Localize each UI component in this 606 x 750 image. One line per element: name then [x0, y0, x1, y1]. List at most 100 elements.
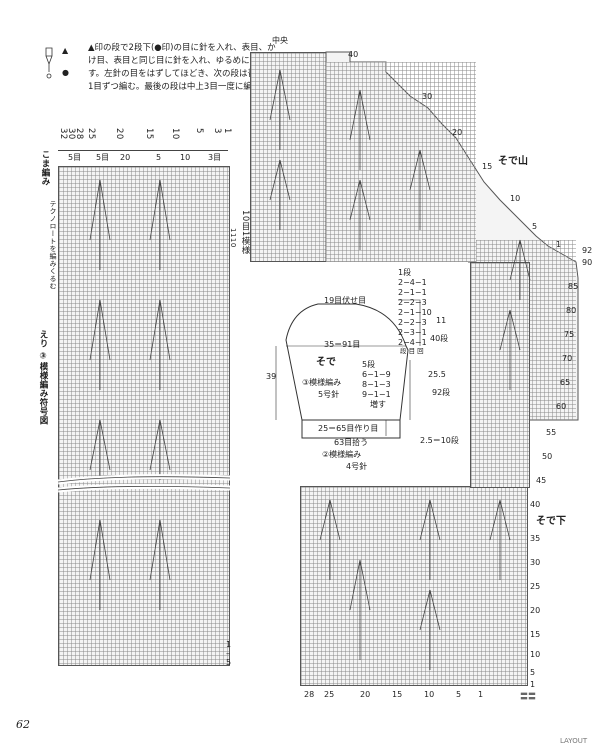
left-chart-grid — [58, 166, 230, 666]
row-number: 60 — [556, 402, 567, 411]
left-chart-brackets: 5目 5目 20 5 10 3目 — [58, 150, 228, 165]
tick-label: 1 — [226, 640, 232, 649]
row-number: 20 — [530, 606, 541, 615]
row-number: 5 — [532, 222, 538, 231]
increase-steps: 5段 6−1−9 8−1−3 9−1−1 増す — [362, 360, 412, 416]
row-number: 40 — [530, 500, 541, 509]
bracket-label: 5 — [156, 153, 162, 162]
cuff-needle: 4号針 — [346, 462, 368, 471]
tick-label: 28 — [74, 128, 84, 140]
tick-label: 10 — [170, 128, 180, 140]
left-chart-side-note: テクノロートを編みくるむ — [49, 200, 57, 290]
tick-label: 20 — [114, 128, 124, 140]
sleeve-grid-lower — [300, 486, 528, 686]
left-chart-right-label: 10目1模様 — [240, 210, 250, 255]
row-number: 92 — [582, 246, 593, 255]
side-label-2: 92段 — [432, 388, 451, 397]
schematic-title-2: ③模様編み — [302, 378, 342, 387]
increase-step: 5段 — [362, 360, 376, 369]
row-number: 65 — [560, 378, 571, 387]
bracket-label: 5目 — [68, 153, 82, 162]
left-chart-bottom-marks: 1 – 5 — [226, 640, 240, 670]
row-number: 10 — [510, 194, 521, 203]
row-number: 1 — [530, 680, 536, 689]
tick-label: 5 — [226, 658, 232, 667]
cap-step: 2−4−1 — [398, 278, 427, 287]
row-number: 30 — [422, 92, 433, 101]
col-number: 25 — [324, 690, 335, 699]
cap-label: 19目伏せ目 — [324, 296, 367, 305]
row-number: 45 — [536, 476, 547, 485]
width-label: 35＝91目 — [324, 340, 361, 349]
tick-label: 15 — [144, 128, 154, 140]
row-number: 55 — [546, 428, 557, 437]
row-number: 35 — [530, 534, 541, 543]
col-number: 10 — [424, 690, 435, 699]
tick-label: 25 — [86, 128, 96, 140]
schematic-title-1: そで — [316, 357, 336, 368]
sleeve-bottom-numbers: 28 25 20 15 10 5 1 — [300, 690, 530, 702]
row-number: 75 — [564, 330, 575, 339]
bracket-label: 5目 — [96, 153, 110, 162]
tick-label: 5 — [194, 128, 204, 134]
row-number: 1 — [556, 240, 562, 249]
row-number: 25 — [530, 582, 541, 591]
sleeve-grid-right-strip — [470, 262, 530, 488]
row-number: 20 — [452, 128, 463, 137]
page-number: 62 — [16, 718, 30, 731]
row-number: 85 — [568, 282, 579, 291]
tick-label: 1 — [222, 128, 232, 134]
legend-instruction: ▲印の段で2段下(●印)の目に針を入れ、表目、かけ目、表目と同じ目に針を入れ、ゆ… — [88, 43, 276, 92]
cuff-pattern: ②模様編み — [322, 450, 362, 459]
cap-steps: 1段 2−4−1 2−1−1 2−2−3 2−1−10 2−2−3 2−3−1 … — [398, 268, 458, 348]
cap-steps-footer: 段 目 回 — [400, 347, 424, 355]
cap-step: 2−4−1 — [398, 338, 427, 347]
row-number: 40 — [348, 50, 359, 59]
cuff-rows: 63目拾う — [334, 438, 369, 447]
tick-label: 3 — [212, 128, 222, 134]
cap-step: 2−3−1 — [398, 328, 427, 337]
increase-step: 6−1−9 — [362, 370, 391, 379]
watermark-mark: 〓〓 — [520, 692, 536, 701]
row-number: 30 — [530, 558, 541, 567]
bracket-label: 10 — [180, 153, 191, 162]
center-label: 中央 — [272, 36, 288, 45]
bracket-label: 20 — [120, 153, 131, 162]
cap-step: 2−1−10 — [398, 308, 432, 317]
bracket-label: 3目 — [208, 153, 222, 162]
increase-step: 8−1−3 — [362, 380, 391, 389]
cap-step: 2−2−3 — [398, 298, 427, 307]
cap-rows-b: 40段 — [430, 334, 449, 343]
col-number: 28 — [304, 690, 315, 699]
tick-label: 32 — [58, 128, 68, 140]
row-number: 5 — [530, 668, 536, 677]
sleeve-top-label: そで山 — [498, 156, 528, 167]
tick-label: – — [226, 649, 230, 658]
sleeve-grid-diagonal — [326, 62, 476, 262]
watermark-text: LAYOUT — [560, 737, 588, 745]
cap-rows-a: 11 — [436, 316, 447, 325]
legend-dot: ● — [62, 68, 69, 77]
increase-step: 9−1−1 — [362, 390, 391, 399]
col-number: 5 — [456, 690, 462, 699]
side-label-1: 25.5 — [428, 370, 446, 379]
schematic-needle: 5号針 — [318, 390, 340, 399]
left-chart-top-numbers: 32 30 28 25 20 15 10 5 3 1 — [58, 128, 232, 158]
sleeve-bottom-label: そで下 — [536, 516, 566, 527]
row-number: 15 — [530, 630, 541, 639]
col-number: 15 — [392, 690, 403, 699]
col-number: 1 — [478, 690, 484, 699]
cuff-label: 25＝65目作り目 — [318, 424, 379, 433]
row-number: 70 — [562, 354, 573, 363]
row-number: 50 — [542, 452, 553, 461]
cap-step: 2−1−1 — [398, 288, 427, 297]
left-chart-title: えり ③模様編み符号図 — [38, 330, 48, 425]
col-number: 20 — [360, 690, 371, 699]
cuff-height: 2.5＝10段 — [420, 436, 459, 445]
row-number: 90 — [582, 258, 593, 267]
cap-step: 1段 — [398, 268, 412, 277]
legend-triangle: ▲ — [62, 46, 69, 55]
